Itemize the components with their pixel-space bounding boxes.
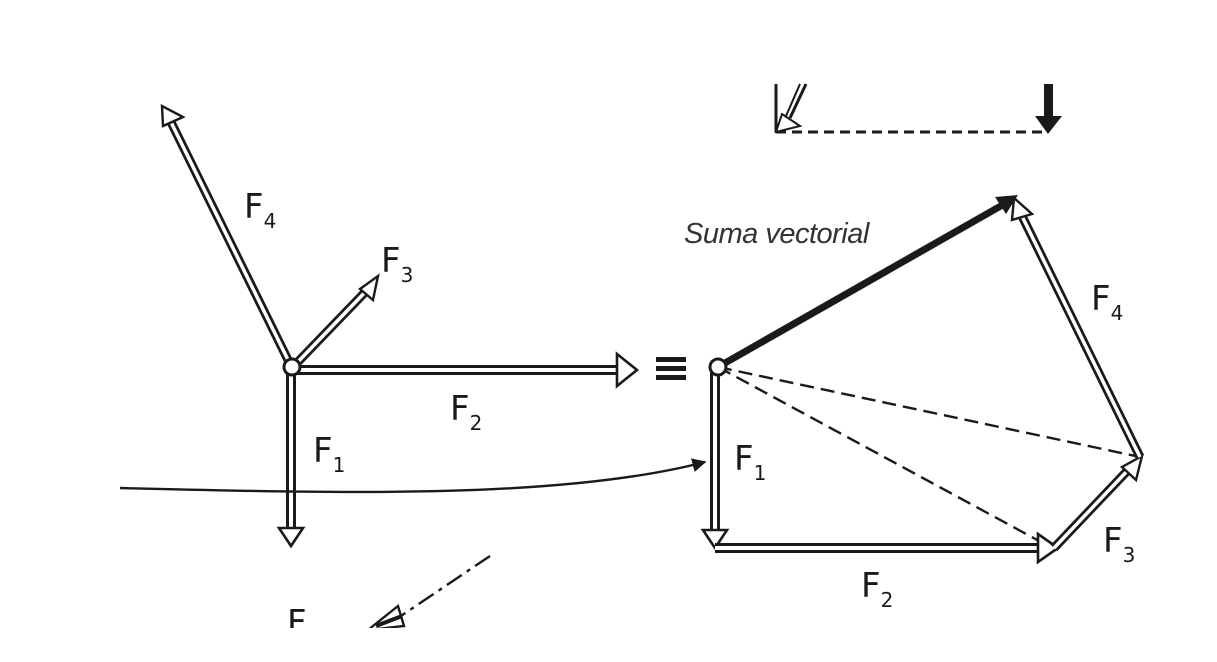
left-f3-label: F3 (381, 241, 413, 287)
caption-suma-vectorial: Suma vectorial (684, 218, 871, 250)
equivalence-symbol (656, 357, 686, 380)
polygon-f4-label: F4 (1091, 279, 1123, 325)
polygon-origin-point (708, 357, 728, 377)
bottom-crop-mask (0, 628, 1217, 662)
resultant-vector (716, 195, 1018, 371)
polygon-f2-arrowhead (1036, 531, 1061, 565)
top-solid-arrowhead (1035, 116, 1062, 134)
left-f3-arrowhead (358, 273, 380, 303)
polygon-f3-label: F3 (1103, 521, 1135, 567)
polygon-vector-f4 (1010, 195, 1145, 459)
dashed-resultant-r123 (717, 365, 1141, 459)
polygon-vector-f1 (700, 367, 730, 551)
polygon-f1-label: F1 (734, 439, 766, 485)
polygon-f1-arrowhead (700, 528, 730, 551)
left-f4-label: F4 (244, 187, 276, 233)
polygon-vector-f2 (715, 531, 1061, 565)
polygon-vector-f3 (1050, 453, 1144, 552)
left-vector-f2 (292, 351, 640, 389)
left-application-point (282, 357, 302, 377)
force-polygon (700, 195, 1145, 565)
polygon-f4-arrowhead (1010, 195, 1035, 222)
top-partial-arrowhead (774, 112, 803, 134)
top-solid-arrow-shaft (1044, 84, 1053, 120)
left-f2-label: F2 (450, 389, 482, 435)
bottom-partial-figure (364, 555, 491, 632)
left-f1-label: F1 (313, 431, 345, 477)
left-vector-f1 (276, 368, 306, 549)
resultant-arrowhead (995, 195, 1018, 214)
top-partial-figure (774, 83, 1062, 134)
left-force-system (160, 103, 640, 549)
left-vector-f4 (160, 103, 297, 370)
dashed-resultant-r12 (717, 365, 1053, 550)
left-f1-arrowhead (276, 526, 306, 549)
left-vector-f3 (288, 273, 380, 372)
polygon-f2-label: F2 (861, 566, 893, 612)
bottom-dashdot-line (391, 555, 491, 623)
connector-curve-arrow (119, 458, 707, 494)
left-f4-arrowhead (160, 103, 186, 128)
left-f2-arrowhead (615, 351, 640, 389)
polygon-f3-arrowhead (1119, 453, 1144, 483)
